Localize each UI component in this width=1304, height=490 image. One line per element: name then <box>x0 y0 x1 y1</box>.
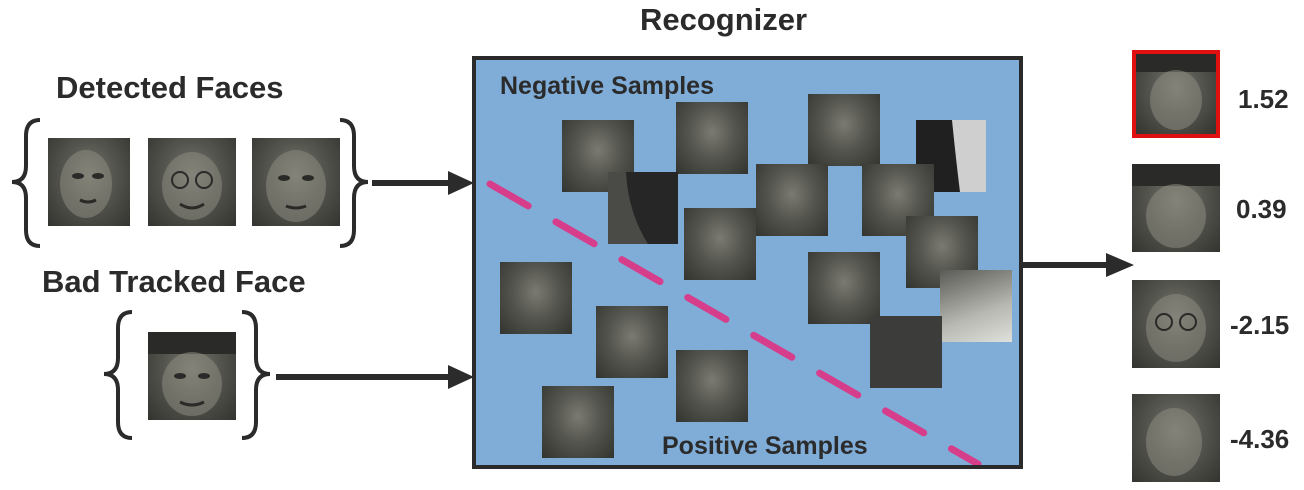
detected-faces-label: Detected Faces <box>56 70 284 105</box>
negative-sample-face <box>808 94 880 166</box>
negative-sample-face <box>684 208 756 280</box>
negative-sample-face <box>676 102 748 174</box>
arrow-detected-to-recognizer <box>372 171 474 195</box>
left-brace-bad <box>103 310 133 440</box>
arrow-recognizer-to-scores <box>1022 253 1134 277</box>
negative-sample-face <box>608 172 678 244</box>
bad-tracked-face <box>148 332 236 420</box>
score-label: 1.52 <box>1238 84 1289 114</box>
score-label: -4.36 <box>1230 424 1290 454</box>
negative-sample-face <box>940 270 1012 342</box>
left-brace-detected <box>11 118 41 248</box>
positive-sample-face <box>596 306 668 378</box>
detected-face-2 <box>148 138 236 226</box>
decision-boundary <box>486 180 982 465</box>
ranked-face-top <box>1132 50 1220 138</box>
positive-sample-face <box>676 350 748 422</box>
recognizer-title: Recognizer <box>640 2 808 37</box>
right-brace-detected <box>339 118 369 248</box>
arrow-bad-to-recognizer <box>276 365 474 389</box>
positive-samples-label: Positive Samples <box>662 432 868 460</box>
positive-sample-face <box>500 262 572 334</box>
negative-sample-face <box>870 316 942 388</box>
detected-face-3 <box>252 138 340 226</box>
ranked-face <box>1132 280 1220 368</box>
negative-sample-face <box>756 164 828 236</box>
right-brace-bad <box>241 310 271 440</box>
negative-samples-label: Negative Samples <box>500 72 714 100</box>
positive-sample-face <box>542 386 614 458</box>
score-label: 0.39 <box>1236 194 1287 224</box>
detected-face-1 <box>48 138 130 226</box>
score-label: -2.15 <box>1230 310 1290 340</box>
ranked-face <box>1132 394 1220 482</box>
bad-tracked-face-label: Bad Tracked Face <box>42 264 306 299</box>
negative-sample-face <box>808 252 880 324</box>
ranked-face <box>1132 164 1220 252</box>
recognizer-panel: Negative Samples Positive Samples <box>472 56 1023 469</box>
